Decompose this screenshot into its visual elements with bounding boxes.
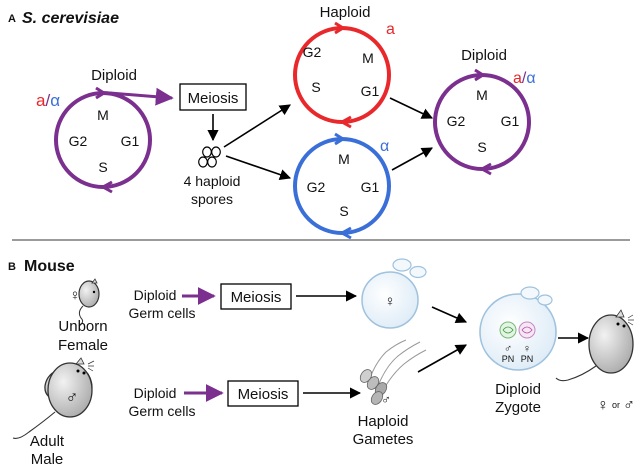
- haploid-a-arrowhead-bottom: [338, 115, 352, 129]
- panel-a-letter: A: [8, 13, 16, 25]
- offspring-mouse-icon: [555, 309, 634, 382]
- haploid-alpha-type: α: [380, 138, 389, 155]
- meiosis-box-a-frame: [179, 83, 247, 111]
- unborn-label-line2: Female: [58, 337, 108, 354]
- mating-type-label: a/α: [36, 91, 60, 110]
- male-pronucleus: [499, 321, 517, 339]
- phase-s: S: [98, 159, 107, 175]
- panel-b-letter: B: [8, 261, 16, 273]
- spores-to-haploid-alpha-arrow: [225, 155, 292, 181]
- haploid-a-phase-s: S: [311, 79, 320, 95]
- zygote-body: [479, 293, 557, 371]
- haploid-label: Haploid: [320, 4, 371, 21]
- haploid-a-cell-cycle: Haploid a G2 M S G1: [293, 4, 395, 129]
- egg-to-zygote-arrow: [431, 306, 468, 324]
- haploid-alpha-cell-cycle: α M G2 G1 S: [293, 132, 391, 240]
- adult-label-line2: Male: [31, 451, 64, 468]
- male-germ-line2: Germ cells: [129, 403, 196, 419]
- haploid-a-phase-m: M: [362, 50, 374, 66]
- diploid-cell-cycle: Diploid a/α M G2 G1 S: [36, 67, 152, 194]
- cycle-arrowhead-top: [95, 86, 107, 100]
- adult-male-mouse-icon: ♂: [12, 357, 95, 439]
- spores-to-haploid-a-arrow: [223, 104, 291, 148]
- zygote-female-symbol: ♀: [523, 343, 531, 355]
- meiosis-box-female: [220, 283, 292, 310]
- pn-label-female: PN: [521, 354, 534, 364]
- female-germ-line1: Diploid: [134, 287, 177, 303]
- phase-g2: G2: [69, 133, 88, 149]
- sperm-cells-icon: ♂: [359, 339, 427, 407]
- haploid-a-arrowhead-top: [334, 21, 346, 35]
- egg-female-symbol: ♀: [384, 293, 395, 310]
- haploid-alpha-to-diploid-arrow: [391, 147, 433, 171]
- pn-label-male: PN: [502, 354, 515, 364]
- male-symbol-adult: ♂: [66, 388, 79, 407]
- adult-label-line1: Adult: [30, 433, 65, 450]
- diploid-out-mating-type: a/α: [513, 70, 536, 87]
- diploid-out-cell-cycle: Diploid a/α M G2 G1 S: [433, 47, 536, 176]
- polar-body-1: [392, 258, 412, 272]
- meiosis-box-a: Meiosis: [179, 83, 247, 111]
- phase-m: M: [97, 107, 109, 123]
- unborn-female-mouse-icon: ♀: [69, 278, 100, 327]
- haploid-a-to-diploid-arrow: [389, 97, 434, 119]
- egg-cell: ♀: [361, 258, 427, 329]
- phase-g1: G1: [121, 133, 140, 149]
- haploid-alpha-phase-g1: G1: [361, 179, 380, 195]
- polar-body-2: [409, 265, 427, 279]
- diploid-to-meiosis-arrow: [109, 87, 174, 106]
- zygote-label-line1: Diploid: [495, 381, 541, 398]
- haploid-alpha-arrowhead-bottom: [338, 226, 352, 240]
- haploid-alpha-phase-m: M: [338, 151, 350, 167]
- diploid-label: Diploid: [91, 67, 137, 84]
- egg-body: [361, 271, 419, 329]
- zygote-male-symbol: ♂: [504, 343, 512, 355]
- diploid-out-label: Diploid: [461, 47, 507, 64]
- meiosis-box-male: [227, 380, 299, 407]
- diploid-out-arrowhead-bottom: [478, 162, 492, 176]
- zygote-cell: ♂ ♀ PN PN: [479, 286, 557, 371]
- diploid-out-phase-s: S: [477, 139, 486, 155]
- zygote-label-line2: Zygote: [495, 399, 541, 416]
- spores-label-line2: spores: [191, 191, 233, 207]
- meiosis-label-a: Meiosis: [188, 90, 239, 107]
- diploid-out-phase-g1: G1: [501, 113, 520, 129]
- female-pronucleus: [518, 321, 536, 339]
- unborn-label-line1: Unborn: [58, 318, 107, 335]
- haploid-a-phase-g1: G1: [361, 83, 380, 99]
- zygote-polar-body-2: [537, 294, 553, 306]
- diploid-out-arrowhead-top: [474, 68, 486, 82]
- male-germ-line1: Diploid: [134, 385, 177, 401]
- panel-a-title: S. cerevisiae: [22, 10, 119, 27]
- haploid-alpha-phase-g2: G2: [307, 179, 326, 195]
- spores-label-line1: 4 haploid: [184, 173, 241, 189]
- gametes-label-line2: Gametes: [353, 431, 414, 448]
- panel-b-title: Mouse: [24, 258, 75, 275]
- haploid-alpha-phase-s: S: [339, 203, 348, 219]
- haploid-a-ring: [293, 26, 391, 124]
- diploid-out-phase-m: M: [476, 87, 488, 103]
- sperm-to-zygote-arrow: [417, 344, 467, 373]
- diploid-out-phase-g2: G2: [447, 113, 466, 129]
- female-symbol-unborn: ♀: [69, 287, 80, 304]
- meiosis-label-female: Meiosis: [231, 289, 282, 306]
- female-germ-line2: Germ cells: [129, 305, 196, 321]
- sperm-male-symbol: ♂: [381, 392, 391, 407]
- cycle-arrowhead-bottom: [99, 180, 113, 194]
- haploid-a-type: a: [386, 21, 395, 38]
- spores-icon: [198, 146, 221, 168]
- zygote-polar-body-1: [520, 286, 540, 300]
- meiosis-label-male: Meiosis: [238, 386, 289, 403]
- haploid-alpha-arrowhead-top: [334, 132, 346, 146]
- offspring-sex-label: ♀or♂: [597, 397, 635, 414]
- haploid-a-phase-g2: G2: [303, 44, 322, 60]
- gametes-label-line1: Haploid: [358, 413, 409, 430]
